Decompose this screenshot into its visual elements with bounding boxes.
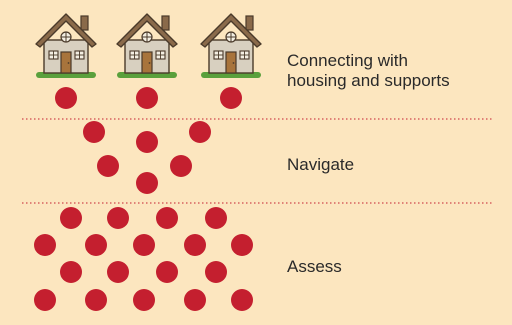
dots-group [34,87,253,311]
dot [189,121,211,143]
stage-label-line: housing and supports [287,71,450,90]
dot [205,261,227,283]
dot [60,261,82,283]
dot [85,289,107,311]
dot [136,172,158,194]
dot [156,261,178,283]
dot [136,131,158,153]
dot [184,289,206,311]
dividers-group [22,118,493,204]
stage-label-line: Assess [287,257,342,276]
stage-label-assess: Assess [287,257,342,277]
house-icon [116,13,178,78]
dot [220,87,242,109]
houses-group [35,13,262,78]
dot [97,155,119,177]
dot [34,234,56,256]
stage-label-connecting: Connecting with housing and supports [287,51,450,91]
stage-label-line: Connecting with [287,51,408,70]
dot [83,121,105,143]
dot [205,207,227,229]
house-icon [35,13,97,78]
dot [184,234,206,256]
dot [170,155,192,177]
dot [85,234,107,256]
dot [34,289,56,311]
dot [136,87,158,109]
house-icon [200,13,262,78]
dot [231,289,253,311]
dot [60,207,82,229]
dot [133,234,155,256]
stage-label-line: Navigate [287,155,355,174]
dot [107,261,129,283]
dot [133,289,155,311]
dot [107,207,129,229]
dot [156,207,178,229]
dot [55,87,77,109]
dot [231,234,253,256]
stage-label-navigate: Navigate [287,155,354,175]
